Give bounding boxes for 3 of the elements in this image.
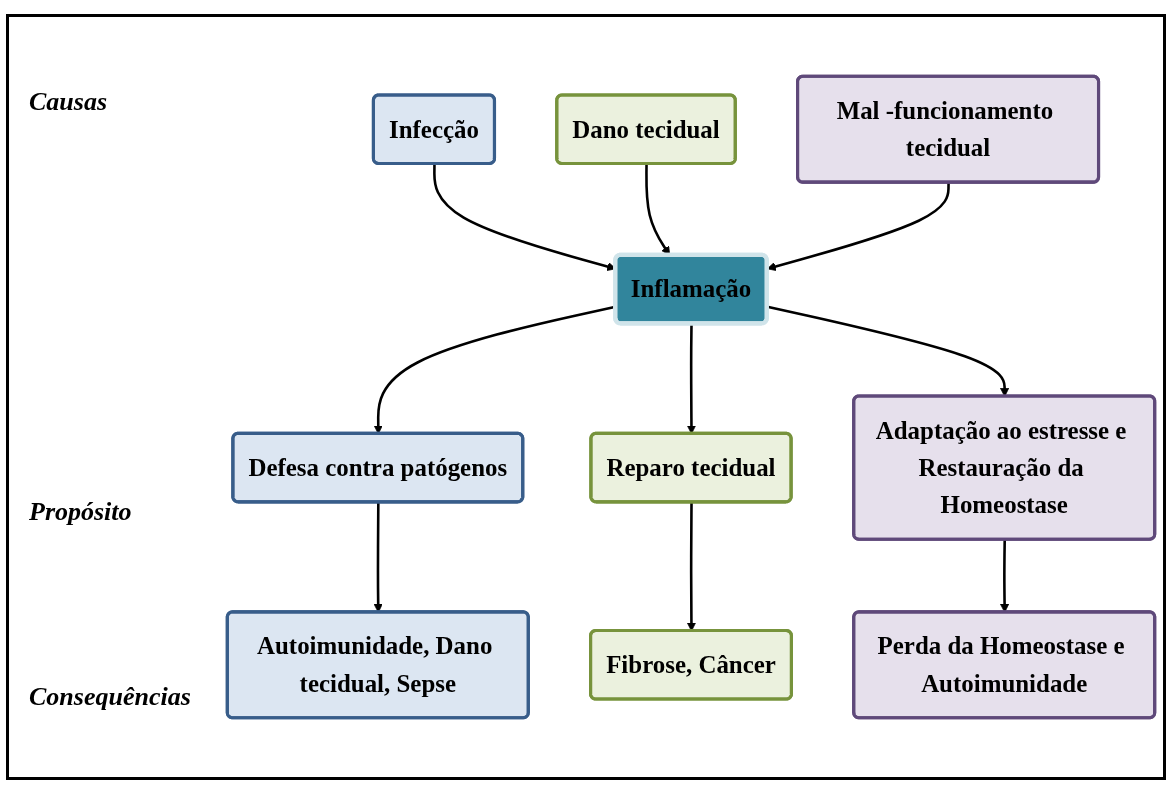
row-label: Consequências	[29, 682, 191, 712]
row-label: Propósito	[29, 497, 132, 527]
row-label: Causas	[29, 87, 108, 117]
